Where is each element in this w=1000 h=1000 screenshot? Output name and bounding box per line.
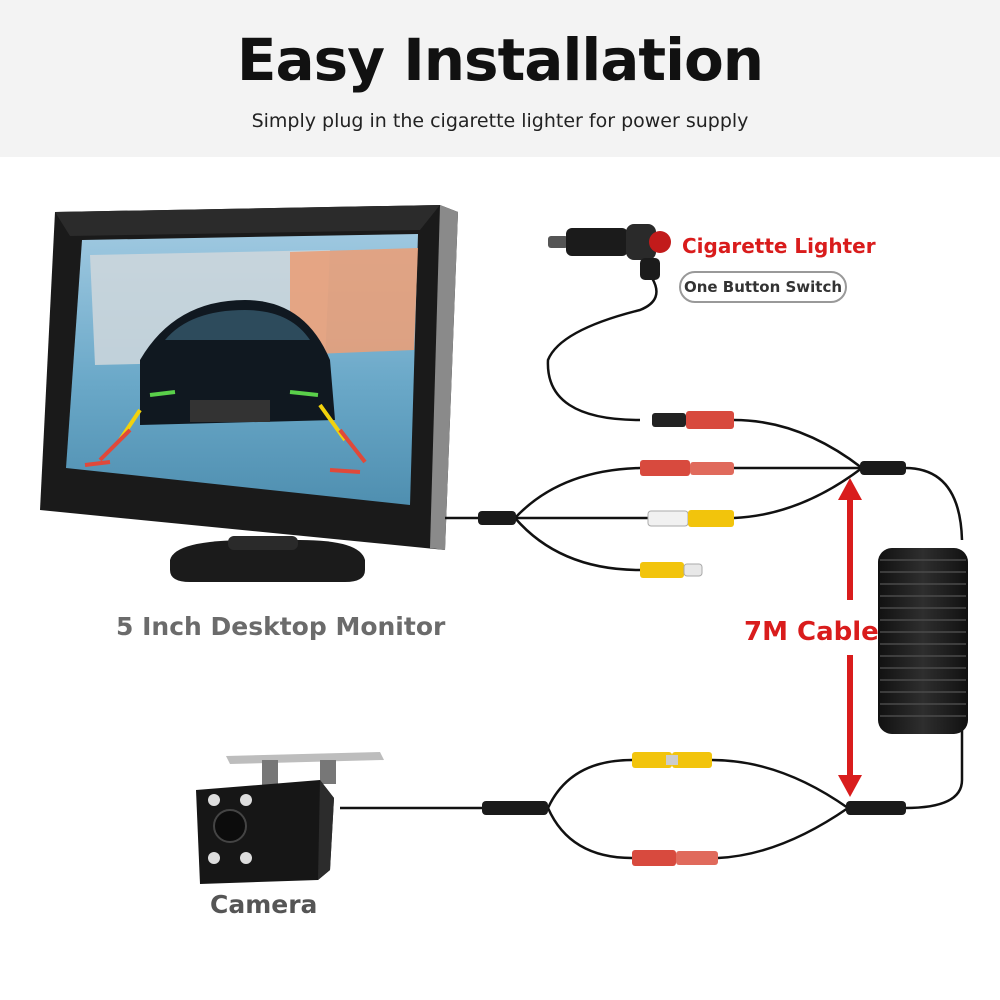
cable-lines	[340, 277, 964, 860]
connector-rca-yellow-bottom	[640, 562, 703, 578]
connector-red-power-top	[652, 411, 734, 429]
monitor-label: 5 Inch Desktop Monitor	[116, 612, 446, 641]
cigarette-lighter-label: Cigarette Lighter	[682, 234, 876, 258]
lower-junction	[846, 801, 906, 815]
page-subtitle: Simply plug in the cigarette lighter for…	[251, 110, 749, 132]
header-banner	[0, 0, 1000, 157]
monitor-splitter	[478, 511, 516, 525]
cable-length-label: 7M Cable	[744, 617, 879, 647]
coiled-cable	[878, 548, 968, 734]
connector-red-power-camera	[632, 850, 718, 866]
page-title: Easy Installation	[236, 26, 764, 94]
connector-red-power-mid	[640, 460, 734, 476]
button-switch-badge: One Button Switch	[679, 271, 847, 303]
cigarette-lighter-plug	[548, 224, 671, 280]
upper-junction	[860, 461, 906, 475]
monitor-illustration	[40, 205, 458, 582]
camera-label: Camera	[210, 890, 318, 919]
camera-illustration	[196, 752, 384, 884]
camera-splitter	[482, 801, 548, 815]
connector-rca-white-yellow	[647, 510, 734, 527]
cable-length-arrow	[838, 478, 862, 797]
connector-rca-yellow-camera	[632, 752, 712, 768]
